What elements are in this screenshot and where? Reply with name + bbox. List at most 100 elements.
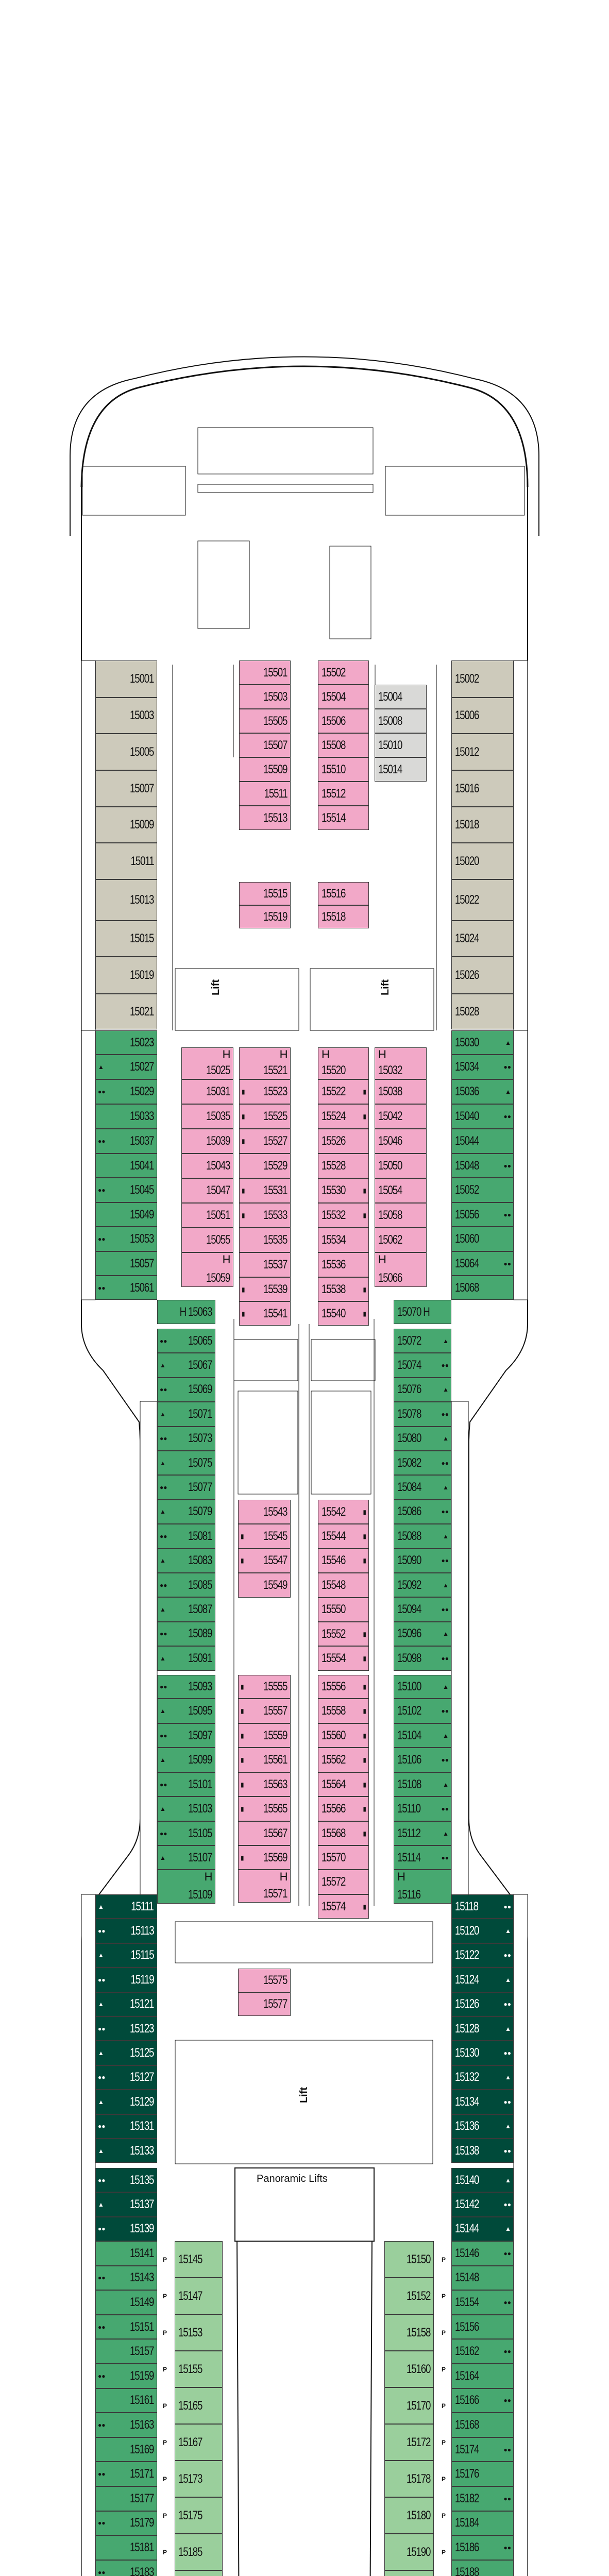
cabin-15030[interactable]: 15030▲ <box>451 1030 514 1055</box>
cabin-15041[interactable]: 15041 <box>95 1154 157 1178</box>
cabin-15143[interactable]: 15143●● <box>95 2265 157 2291</box>
cabin-15169[interactable]: 15169 <box>95 2437 157 2462</box>
cabin-15549[interactable]: 15549 <box>238 1573 291 1598</box>
cabin-15531[interactable]: 15531▮ <box>239 1178 291 1203</box>
cabin-15572[interactable]: 15572 <box>318 1870 369 1894</box>
cabin-15159[interactable]: 15159●● <box>95 2364 157 2388</box>
cabin-15144[interactable]: 15144▲ <box>451 2216 514 2242</box>
cabin-15176[interactable]: 15176 <box>451 2462 514 2486</box>
cabin-15545[interactable]: 15545▮ <box>238 1524 291 1549</box>
cabin-15036[interactable]: 15036▲ <box>451 1079 514 1104</box>
cabin-15181[interactable]: 15181 <box>95 2535 157 2560</box>
cabin-15051[interactable]: 15051 <box>181 1203 233 1228</box>
cabin-15136[interactable]: 15136▲ <box>451 2114 514 2139</box>
cabin-15528[interactable]: 15528 <box>318 1154 369 1178</box>
cabin-15100[interactable]: 15100▲ <box>394 1675 451 1699</box>
cabin-15096[interactable]: 15096▲ <box>394 1621 451 1647</box>
cabin-15122[interactable]: 15122●● <box>451 1943 514 1968</box>
cabin-15046[interactable]: 15046 <box>375 1129 427 1154</box>
cabin-15135[interactable]: 15135●● <box>95 2168 157 2193</box>
cabin-15519[interactable]: 15519 <box>239 905 291 928</box>
cabin-15022[interactable]: 15022 <box>451 879 514 921</box>
cabin-15085[interactable]: 15085●● <box>157 1573 215 1598</box>
cabin-15515[interactable]: 15515 <box>239 882 291 905</box>
cabin-15023[interactable]: 15023 <box>95 1030 157 1055</box>
cabin-15114[interactable]: 15114●● <box>394 1845 451 1870</box>
cabin-15083[interactable]: 15083▲ <box>157 1548 215 1573</box>
cabin-15127[interactable]: 15127●● <box>95 2065 157 2090</box>
cabin-15550[interactable]: 15550 <box>318 1597 369 1622</box>
cabin-15119[interactable]: 15119●● <box>95 1968 157 1992</box>
cabin-15052[interactable]: 15052 <box>451 1178 514 1202</box>
cabin-15050[interactable]: 15050 <box>375 1154 427 1178</box>
cabin-15062[interactable]: 15062 <box>375 1228 427 1252</box>
cabin-15557[interactable]: 15557▮ <box>238 1699 291 1723</box>
cabin-15184[interactable]: 15184 <box>451 2511 514 2536</box>
cabin-15567[interactable]: 15567 <box>238 1821 291 1845</box>
cabin-15095[interactable]: 15095▲ <box>157 1699 215 1723</box>
cabin-15535[interactable]: 15535 <box>239 1228 291 1252</box>
cabin-15039[interactable]: 15039 <box>181 1129 233 1154</box>
cabin-15574[interactable]: 15574▮ <box>318 1894 369 1919</box>
cabin-15504[interactable]: 15504 <box>318 685 369 709</box>
cabin-15084[interactable]: 15084▲ <box>394 1475 451 1500</box>
cabin-15554[interactable]: 15554▮ <box>318 1646 369 1671</box>
cabin-15166[interactable]: 15166●● <box>451 2388 514 2413</box>
cabin-15063[interactable]: H 15063 <box>157 1300 215 1324</box>
cabin-15082[interactable]: 15082●● <box>394 1451 451 1476</box>
cabin-15125[interactable]: 15125▲ <box>95 2041 157 2065</box>
cabin-15074[interactable]: 15074●● <box>394 1353 451 1378</box>
cabin-15556[interactable]: 15556▮ <box>318 1675 369 1699</box>
cabin-15137[interactable]: 15137▲ <box>95 2192 157 2217</box>
cabin-15148[interactable]: 15148 <box>451 2265 514 2291</box>
cabin-15010[interactable]: 15010 <box>375 733 427 757</box>
cabin-15115[interactable]: 15115▲ <box>95 1943 157 1968</box>
cabin-15045[interactable]: 15045●● <box>95 1178 157 1202</box>
cabin-15107[interactable]: 15107▲ <box>157 1845 215 1870</box>
cabin-15130[interactable]: 15130●● <box>451 2041 514 2065</box>
cabin-15093[interactable]: 15093●● <box>157 1675 215 1699</box>
cabin-15516[interactable]: 15516 <box>318 882 369 905</box>
cabin-15523[interactable]: 15523▮ <box>239 1079 291 1104</box>
cabin-15042[interactable]: 15042 <box>375 1104 427 1129</box>
cabin-15077[interactable]: 15077●● <box>157 1475 215 1500</box>
cabin-15075[interactable]: 15075▲ <box>157 1451 215 1476</box>
cabin-15525[interactable]: 15525▮ <box>239 1104 291 1129</box>
cabin-15518[interactable]: 15518 <box>318 905 369 928</box>
cabin-15112[interactable]: 15112▲ <box>394 1821 451 1845</box>
cabin-15154[interactable]: 15154●● <box>451 2290 514 2315</box>
cabin-15563[interactable]: 15563▮ <box>238 1772 291 1797</box>
cabin-15559[interactable]: 15559▮ <box>238 1723 291 1748</box>
cabin-15061[interactable]: 15061●● <box>95 1276 157 1300</box>
cabin-15097[interactable]: 15097●● <box>157 1723 215 1748</box>
cabin-15072[interactable]: 15072▲ <box>394 1329 451 1353</box>
cabin-15028[interactable]: 15028 <box>451 994 514 1029</box>
cabin-15078[interactable]: 15078●● <box>394 1402 451 1427</box>
cabin-15565[interactable]: 15565▮ <box>238 1797 291 1821</box>
cabin-15106[interactable]: 15106●● <box>394 1748 451 1772</box>
cabin-15043[interactable]: 15043 <box>181 1154 233 1178</box>
cabin-15568[interactable]: 15568▮ <box>318 1821 369 1845</box>
cabin-15179[interactable]: 15179●● <box>95 2511 157 2536</box>
cabin-15031[interactable]: 15031 <box>181 1079 233 1104</box>
cabin-15113[interactable]: 15113●● <box>95 1919 157 1943</box>
cabin-15073[interactable]: 15073●● <box>157 1426 215 1451</box>
cabin-15047[interactable]: 15047 <box>181 1178 233 1203</box>
cabin-15522[interactable]: 15522▮ <box>318 1079 369 1104</box>
cabin-15053[interactable]: 15053●● <box>95 1227 157 1251</box>
cabin-15564[interactable]: 15564▮ <box>318 1772 369 1797</box>
cabin-15507[interactable]: 15507 <box>239 733 291 757</box>
